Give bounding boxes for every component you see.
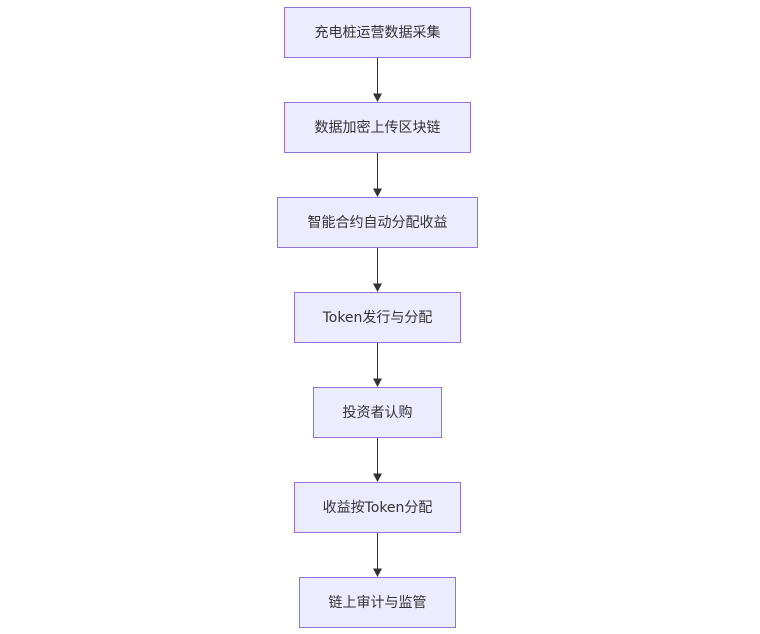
- arrow-head-icon: [373, 188, 382, 197]
- node-box: [299, 577, 456, 628]
- node-box: [284, 7, 471, 58]
- nodes-layer: 充电桩运营数据采集 数据加密上传区块链 智能合约自动分配收益 Token发行与分…: [277, 7, 478, 628]
- node-token-issuance: Token发行与分配: [294, 292, 461, 343]
- arrow-head-icon: [373, 568, 382, 577]
- node-label: 充电桩运营数据采集: [315, 24, 441, 41]
- node-box: [284, 102, 471, 153]
- node-revenue-distribution: 收益按Token分配: [294, 482, 461, 533]
- edge-arrow: [373, 247, 382, 292]
- node-onchain-audit: 链上审计与监管: [299, 577, 456, 628]
- node-label: 智能合约自动分配收益: [308, 215, 448, 231]
- arrow-head-icon: [373, 378, 382, 387]
- node-label: Token发行与分配: [322, 310, 433, 326]
- node-label: 数据加密上传区块链: [315, 119, 441, 136]
- edge-arrow: [373, 532, 382, 577]
- edges-layer: [373, 57, 382, 577]
- node-data-collection: 充电桩运营数据采集: [284, 7, 471, 58]
- node-box: [313, 387, 442, 438]
- node-box: [277, 197, 478, 248]
- node-label: 链上审计与监管: [329, 595, 427, 611]
- arrow-head-icon: [373, 473, 382, 482]
- arrow-head-icon: [373, 283, 382, 292]
- node-investor-subscription: 投资者认购: [313, 387, 442, 438]
- node-smart-contract: 智能合约自动分配收益: [277, 197, 478, 248]
- node-encrypt-upload: 数据加密上传区块链: [284, 102, 471, 153]
- node-box: [294, 482, 461, 533]
- edge-arrow: [373, 152, 382, 197]
- edge-arrow: [373, 342, 382, 387]
- edge-arrow: [373, 57, 382, 102]
- edge-arrow: [373, 437, 382, 482]
- node-label: 投资者认购: [343, 405, 413, 421]
- node-label: 收益按Token分配: [323, 500, 433, 516]
- arrow-head-icon: [373, 93, 382, 102]
- node-box: [294, 292, 461, 343]
